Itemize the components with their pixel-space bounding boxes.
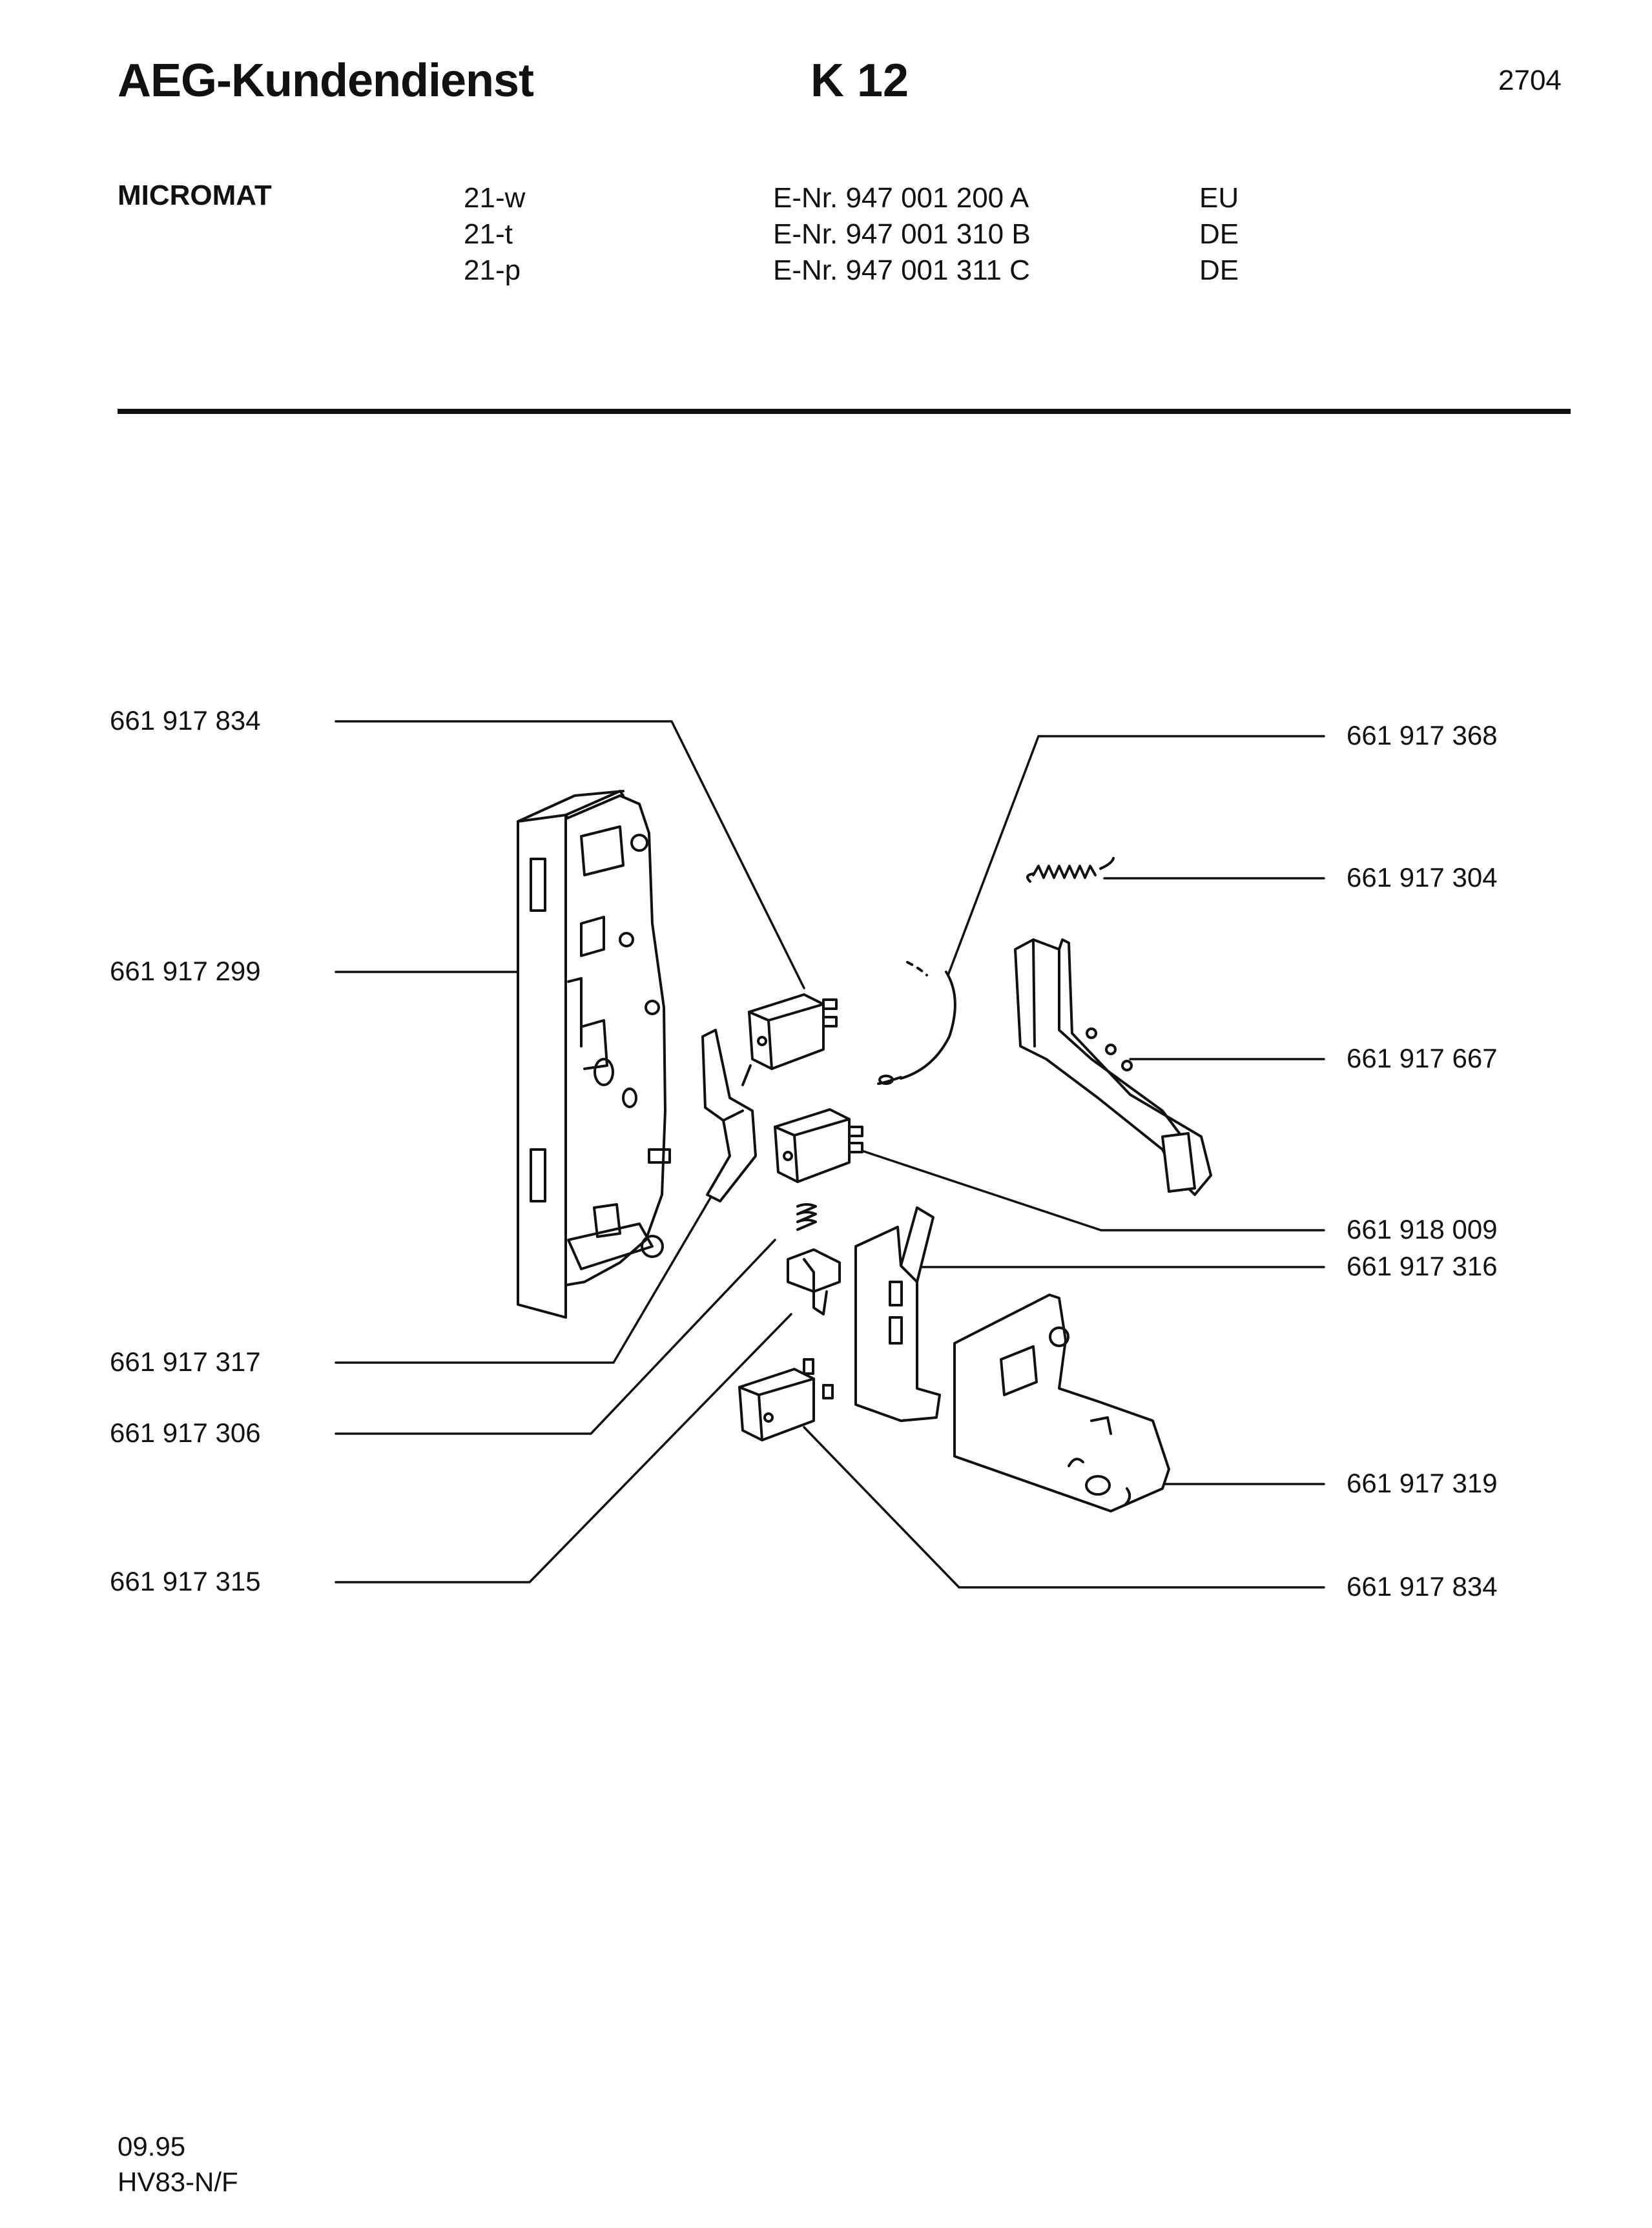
part-number-label: 661 917 299 [110, 956, 261, 986]
variant-enr: E-Nr. 947 001 200 A [773, 182, 1029, 214]
door-lock-frame [517, 790, 671, 1319]
leader-line [335, 720, 805, 989]
leader-line [803, 1426, 1325, 1589]
variant-model: 21-p [464, 254, 521, 286]
leader-lines-left [335, 720, 805, 1583]
variant-enr: E-Nr. 947 001 310 B [773, 218, 1031, 250]
variant-enr: E-Nr. 947 001 311 C [773, 254, 1030, 286]
part-number-label: 661 917 304 [1347, 862, 1498, 892]
part-number-label: 661 917 306 [110, 1418, 261, 1448]
variant-region: DE [1199, 218, 1239, 250]
base-plate [953, 1294, 1170, 1512]
part-number-label: 661 917 834 [1347, 1571, 1498, 1602]
part-number-label: 661 917 368 [1347, 720, 1498, 750]
part-number-label: 661 917 834 [110, 705, 261, 736]
brand-title: AEG-Kundendienst [118, 55, 534, 107]
small-spring [796, 1203, 817, 1231]
leader-line [335, 1239, 776, 1435]
variant-model: 21-w [464, 182, 526, 214]
connection-cable [877, 961, 956, 1085]
footer-date: 09.95 [118, 2131, 186, 2161]
header-divider [118, 409, 1571, 414]
variant-model: 21-t [464, 218, 513, 250]
part-number-label: 661 917 319 [1347, 1468, 1498, 1498]
micro-switch-bottom [738, 1358, 834, 1441]
micro-switch-upper [748, 993, 838, 1070]
release-lever [701, 1029, 757, 1202]
variant-region: DE [1199, 254, 1239, 286]
page-number: 2704 [1498, 65, 1562, 96]
document-code: K 12 [811, 55, 909, 107]
footer-doc-code: HV83-N/F [118, 2167, 238, 2197]
leader-line [335, 1197, 712, 1364]
part-number-label: 661 918 009 [1347, 1214, 1498, 1244]
tension-spring [1026, 857, 1115, 883]
part-number-label: 661 917 667 [1347, 1043, 1498, 1073]
leader-line [861, 1150, 1325, 1232]
pusher-bracket [854, 1206, 941, 1422]
slider-block [787, 1248, 841, 1315]
part-number-label: 661 917 317 [110, 1346, 261, 1377]
part-number-label: 661 917 315 [110, 1566, 261, 1596]
micro-switch-middle [774, 1108, 863, 1183]
leader-line [947, 735, 1325, 976]
product-name: MICROMAT [118, 180, 272, 211]
leader-line [335, 1313, 792, 1583]
latch-hook [1014, 938, 1212, 1196]
part-number-label: 661 917 316 [1347, 1251, 1498, 1281]
leader-lines-right [803, 735, 1325, 1589]
variant-region: EU [1199, 182, 1239, 214]
